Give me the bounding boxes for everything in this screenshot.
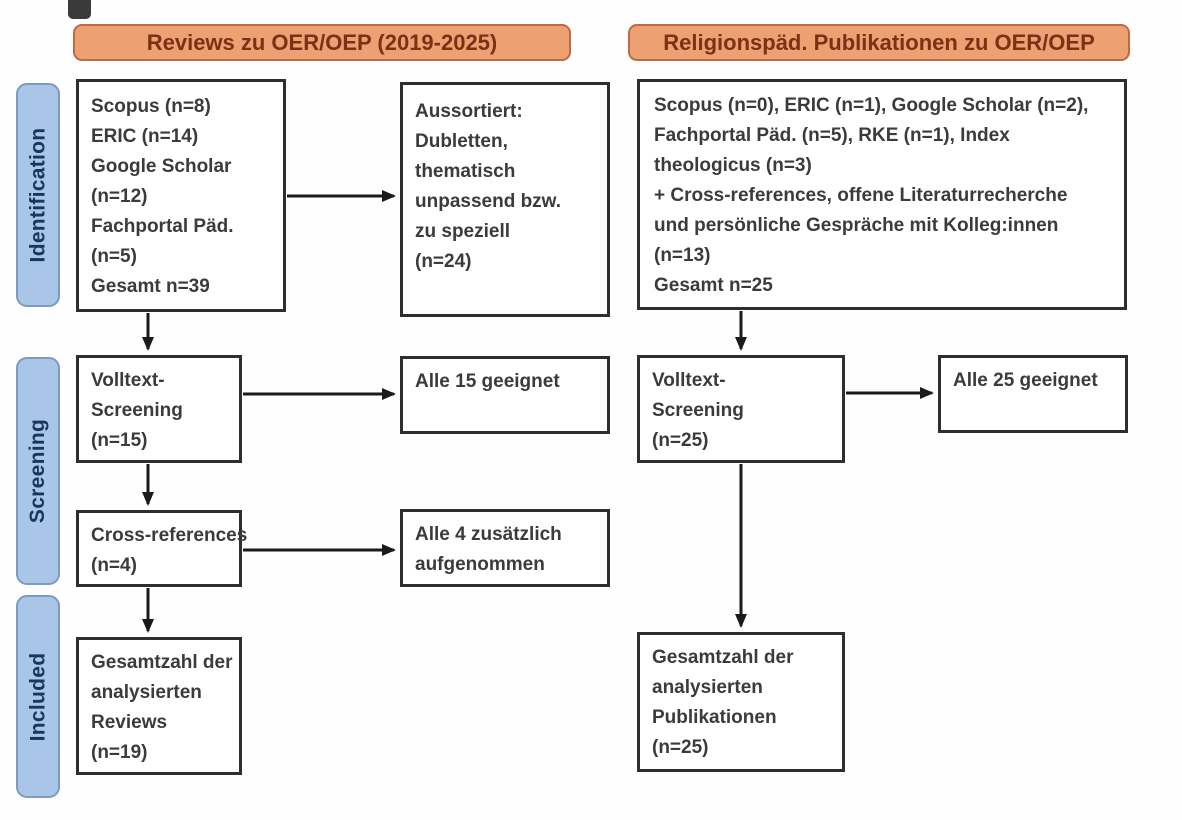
box-line: analysierten <box>91 682 202 703</box>
box-line: thematisch <box>415 161 516 182</box>
left-fulltext-screening-box: Volltext- Screening (n=15) <box>76 355 242 463</box>
box-line: Alle 25 geeignet <box>953 370 1098 391</box>
box-line: Aussortiert: <box>415 101 523 122</box>
box-line: (n=25) <box>652 737 709 758</box>
stage-label-identification: Identification <box>16 83 60 307</box>
box-line: (n=12) <box>91 186 148 207</box>
column-header-reviews-label: Reviews zu OER/OEP (2019-2025) <box>146 29 498 55</box>
box-line: (n=19) <box>91 742 148 763</box>
right-fulltext-result-box: Alle 25 geeignet <box>938 355 1128 433</box>
box-line: Cross-references <box>91 525 248 546</box>
left-fulltext-result-box: Alle 15 geeignet <box>400 356 610 434</box>
box-line: analysierten <box>652 677 763 698</box>
box-line: Screening <box>652 400 744 421</box>
box-line: Fachportal Päd. (n=5), RKE (n=1), Index <box>654 125 1010 146</box>
box-line: Fachportal Päd. <box>91 216 234 237</box>
left-excluded-box: Aussortiert: Dubletten, thematisch unpas… <box>400 82 610 317</box>
box-line: Google Scholar <box>91 156 232 177</box>
box-line: aufgenommen <box>415 554 545 575</box>
box-line: Alle 15 geeignet <box>415 371 560 392</box>
box-line: zu speziell <box>415 221 511 242</box>
box-line: Alle 4 zusätzlich <box>415 524 562 545</box>
box-line: Volltext- <box>91 370 165 391</box>
stage-label-included: Included <box>16 595 60 798</box>
box-line: (n=24) <box>415 251 472 272</box>
box-line: Volltext- <box>652 370 726 391</box>
box-line: und persönliche Gespräche mit Kolleg:inn… <box>654 215 1059 236</box>
right-sources-box: Scopus (n=0), ERIC (n=1), Google Scholar… <box>637 79 1127 310</box>
left-included-total-box: Gesamtzahl der analysierten Reviews (n=1… <box>76 637 242 775</box>
left-crossreferences-result-box: Alle 4 zusätzlich aufgenommen <box>400 509 610 587</box>
stage-label-included-text: Included <box>26 652 49 741</box>
box-line: (n=25) <box>652 430 709 451</box>
box-line: (n=13) <box>654 245 711 266</box>
box-line: + Cross-references, offene Literaturrech… <box>654 185 1068 206</box>
stage-label-identification-text: Identification <box>26 127 49 263</box>
box-line: ERIC (n=14) <box>91 126 199 147</box>
box-line: Scopus (n=8) <box>91 96 211 117</box>
box-line: theologicus (n=3) <box>654 155 812 176</box>
box-line: Reviews <box>91 712 168 733</box>
box-line: Screening <box>91 400 183 421</box>
column-header-religionspaed: Religionspäd. Publikationen zu OER/OEP <box>628 24 1130 61</box>
box-line: unpassend bzw. <box>415 191 562 212</box>
stage-label-screening-text: Screening <box>26 418 50 524</box>
box-line: (n=5) <box>91 246 137 267</box>
column-header-religionspaed-label: Religionspäd. Publikationen zu OER/OEP <box>663 29 1095 55</box>
cropped-image-artifact <box>68 0 91 19</box>
box-line: Gesamt n=39 <box>91 276 210 297</box>
box-line: Gesamtzahl der <box>91 652 233 673</box>
box-line: (n=15) <box>91 430 148 451</box>
box-line: Scopus (n=0), ERIC (n=1), Google Scholar… <box>654 95 1089 116</box>
box-line: Gesamt n=25 <box>654 275 773 296</box>
right-included-total-box: Gesamtzahl der analysierten Publikatione… <box>637 632 845 772</box>
left-crossreferences-box: Cross-references (n=4) <box>76 510 248 587</box>
box-line: (n=4) <box>91 555 137 576</box>
box-line: Publikationen <box>652 707 777 728</box>
box-line: Dubletten, <box>415 131 508 152</box>
right-fulltext-screening-box: Volltext- Screening (n=25) <box>637 355 845 463</box>
column-header-reviews: Reviews zu OER/OEP (2019-2025) <box>73 24 571 61</box>
box-line: Gesamtzahl der <box>652 647 794 668</box>
left-sources-box: Scopus (n=8) ERIC (n=14) Google Scholar … <box>76 79 286 312</box>
stage-label-screening: Screening <box>16 357 60 585</box>
